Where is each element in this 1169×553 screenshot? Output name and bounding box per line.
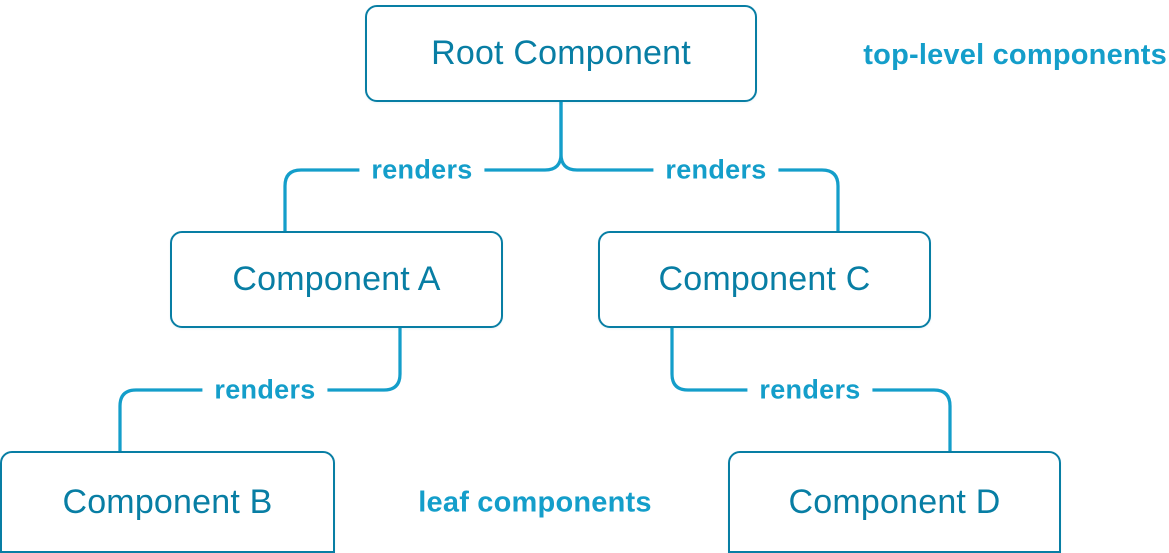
node-root-component: Root Component (365, 5, 757, 102)
node-component-a-label: Component A (232, 260, 441, 298)
node-root-component-label: Root Component (431, 34, 691, 72)
edge-label-c-d: renders (747, 374, 873, 406)
node-component-d-label: Component D (788, 482, 1001, 521)
node-component-b-label: Component B (62, 482, 273, 521)
node-component-a: Component A (170, 231, 503, 328)
edge-label-root-c: renders (653, 154, 779, 186)
node-component-c-label: Component C (658, 260, 871, 298)
node-component-c: Component C (598, 231, 931, 328)
node-component-b: Component B (0, 451, 335, 553)
edge-label-root-a: renders (359, 154, 485, 186)
annotation-top-level-components: top-level components (863, 39, 1167, 71)
edge-label-a-b: renders (202, 374, 328, 406)
node-component-d: Component D (728, 451, 1061, 553)
annotation-leaf-components: leaf components (418, 486, 652, 519)
